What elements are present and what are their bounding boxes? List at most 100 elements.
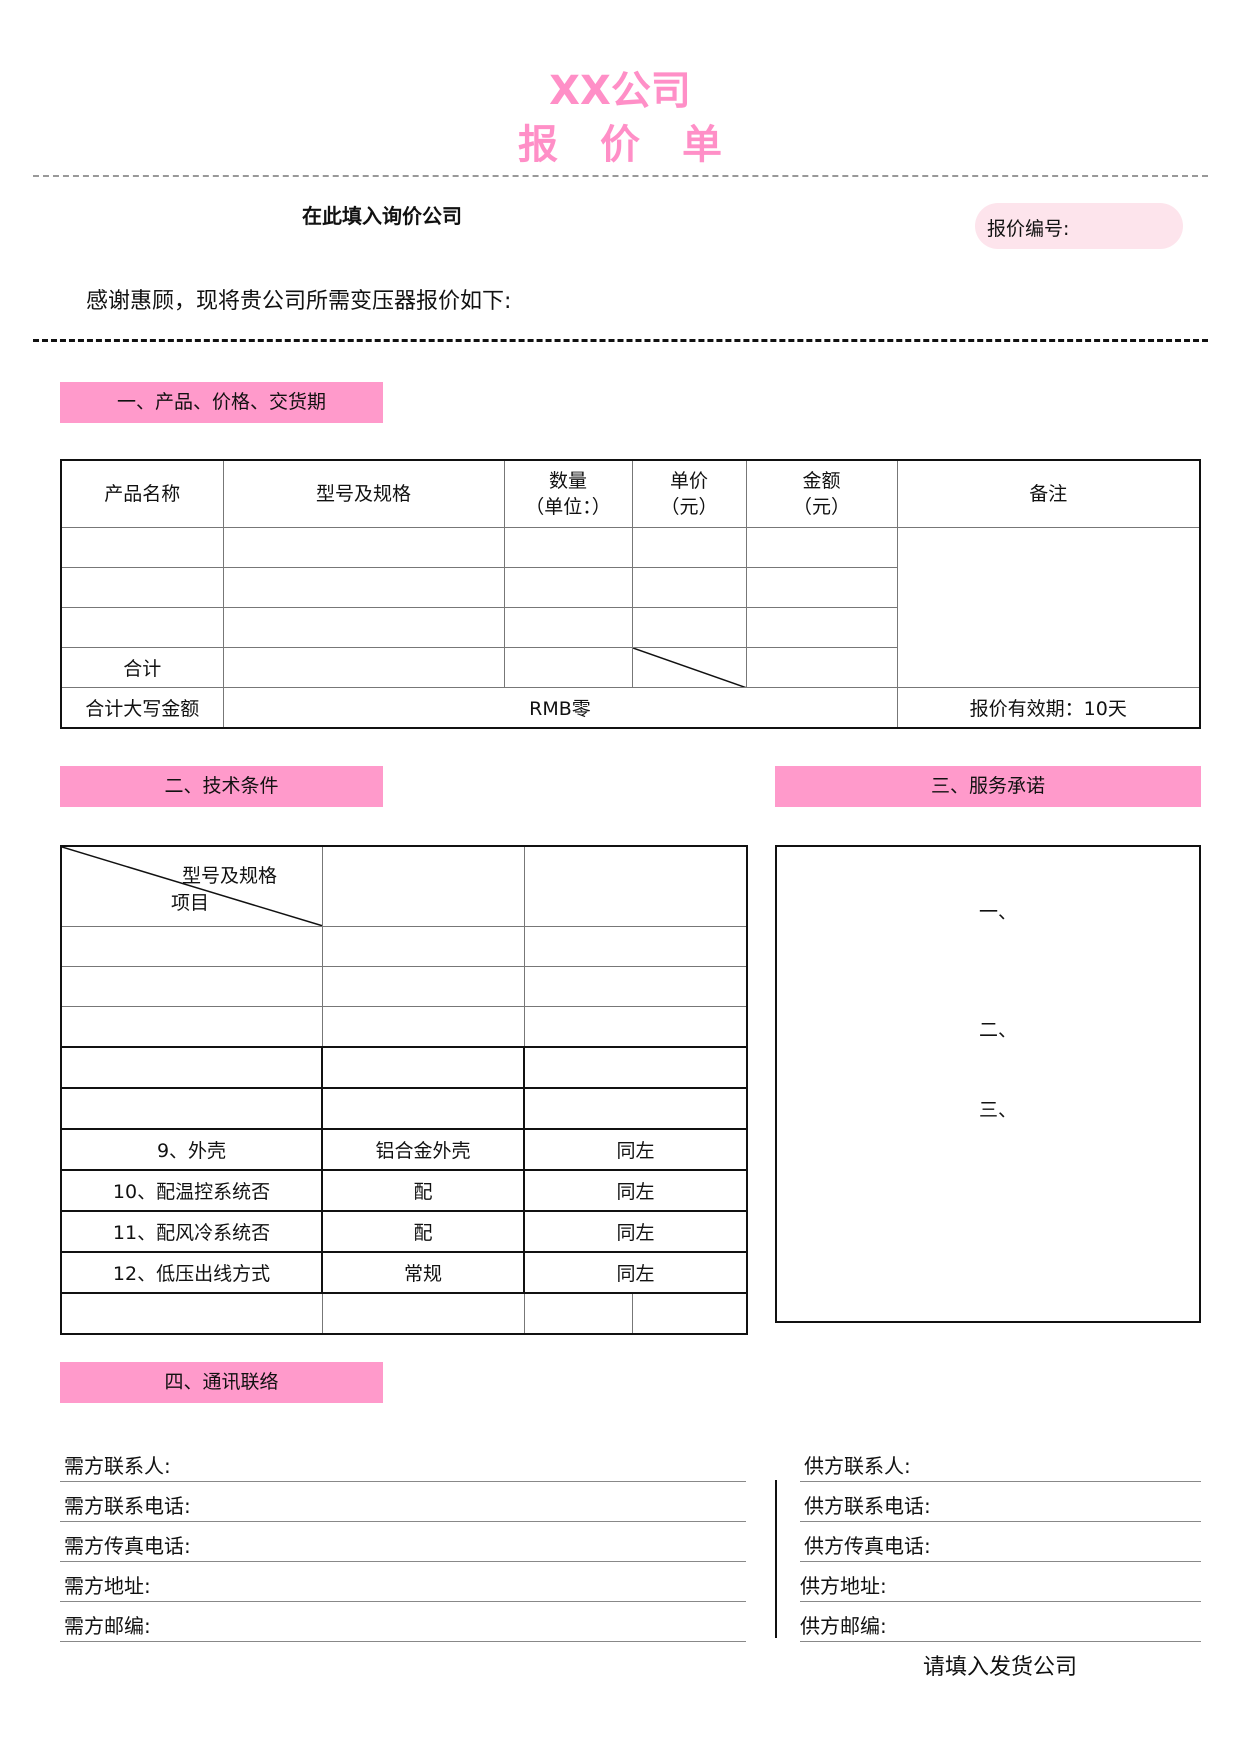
tech-other: 同左: [523, 1169, 748, 1212]
buyer-phone-line[interactable]: [60, 1521, 746, 1522]
cell-item[interactable]: [60, 1006, 323, 1048]
buyer-fax-line[interactable]: [60, 1561, 746, 1562]
tech-item: 11、配风冷系统否: [60, 1210, 323, 1253]
col-header-model: 型号及规格: [222, 459, 505, 528]
cell-other[interactable]: [523, 1087, 748, 1130]
table-row: [60, 1046, 748, 1089]
col-header-remark: 备注: [896, 459, 1201, 528]
price-table: 产品名称 型号及规格 数量（单位：） 单价（元） 金额（元） 备注 合计 合计大…: [60, 459, 1201, 729]
tech-spec: 配: [321, 1169, 525, 1212]
section-title-technical: 二、技术条件: [60, 766, 383, 807]
supplier-fax-line[interactable]: [800, 1561, 1201, 1562]
supplier-contact-label: 供方联系人:: [804, 1454, 911, 1478]
section-title-contact: 四、通讯联络: [60, 1362, 383, 1403]
tech-spec: 常规: [321, 1251, 525, 1294]
cell-name[interactable]: [60, 527, 224, 568]
section-title-products: 一、产品、价格、交货期: [60, 382, 383, 423]
supplier-fax-label: 供方传真电话:: [804, 1534, 931, 1558]
table-row: [60, 527, 1201, 688]
buyer-address-label: 需方地址:: [64, 1574, 151, 1598]
table-row: [60, 1006, 748, 1048]
section-title-service: 三、服务承诺: [775, 766, 1201, 807]
unit-price-label: 单价: [669, 470, 708, 492]
supplier-address-label: 供方地址:: [800, 1574, 887, 1598]
quote-number-label: 报价编号:: [987, 218, 1070, 240]
supplier-phone-line[interactable]: [800, 1521, 1201, 1522]
diagonal-header-cell: 型号及规格 项目: [60, 845, 323, 927]
cell-spec-a[interactable]: [321, 1292, 525, 1335]
table-row: 10、配温控系统否 配 同左: [60, 1169, 748, 1212]
cell-name[interactable]: [60, 607, 224, 648]
diag-label-top: 型号及规格: [182, 865, 278, 887]
cell-spec[interactable]: [321, 1087, 525, 1130]
supplier-contact-line[interactable]: [800, 1481, 1201, 1482]
buyer-phone-label: 需方联系电话:: [64, 1494, 191, 1518]
tech-spec: 铝合金外壳: [321, 1128, 525, 1171]
diagonal-line-icon: [62, 847, 321, 926]
tech-other: 同左: [523, 1128, 748, 1171]
cell-item[interactable]: [60, 926, 323, 967]
cell-item[interactable]: [60, 966, 323, 1007]
cell-spec[interactable]: [321, 1006, 525, 1048]
company-name: XX公司: [549, 68, 691, 114]
cell-item[interactable]: [60, 1292, 323, 1335]
cell-item[interactable]: [60, 1087, 323, 1130]
cell-amount[interactable]: [745, 607, 898, 648]
buyer-address-line[interactable]: [60, 1601, 746, 1602]
total-words-label: 合计大写金额: [60, 687, 224, 729]
total-words-value: RMB零: [222, 687, 898, 729]
table-row: 12、低压出线方式 常规 同左: [60, 1251, 748, 1294]
tech-header-col3[interactable]: [523, 845, 748, 927]
validity-text: 报价有效期：10天: [896, 687, 1201, 729]
cell-other[interactable]: [631, 1292, 748, 1335]
cell-item[interactable]: [60, 1046, 323, 1089]
cell-spec[interactable]: [321, 966, 525, 1007]
cell-amount[interactable]: [745, 567, 898, 608]
technical-table: 型号及规格 项目 9、外壳 铝合金外壳 同左 10、配温控系统否 配 同左 11…: [60, 845, 748, 1335]
tech-item: 12、低压出线方式: [60, 1251, 323, 1294]
cell-remark[interactable]: [896, 527, 1201, 688]
tech-header-col2[interactable]: [321, 845, 525, 927]
qty-unit: （单位：）: [525, 496, 611, 518]
cell-unit-price[interactable]: [631, 527, 747, 568]
cell-spec[interactable]: [321, 1046, 525, 1089]
cell-model[interactable]: [222, 647, 505, 688]
buyer-zip-line[interactable]: [60, 1641, 746, 1642]
total-row: 合计: [60, 647, 1200, 688]
cell-other[interactable]: [523, 1006, 748, 1048]
cell-other[interactable]: [523, 926, 748, 967]
table-row: [60, 926, 748, 967]
cell-name[interactable]: [60, 567, 224, 608]
cell-unit-price[interactable]: [631, 607, 747, 648]
quote-number-field[interactable]: 报价编号:: [975, 203, 1183, 249]
cell-model[interactable]: [222, 607, 505, 648]
total-label: 合计: [60, 647, 224, 688]
buyer-contact-line[interactable]: [60, 1481, 746, 1482]
tech-header-row: 型号及规格 项目: [60, 845, 748, 927]
col-header-unit-price: 单价（元）: [631, 459, 747, 528]
cell-model[interactable]: [222, 567, 505, 608]
cell-qty[interactable]: [503, 607, 633, 648]
table-row: [60, 966, 748, 1007]
cell-spec[interactable]: [321, 926, 525, 967]
cell-amount-total[interactable]: [745, 647, 898, 688]
cell-model[interactable]: [222, 527, 505, 568]
cell-other[interactable]: [523, 966, 748, 1007]
cell-unit-price-slash: [631, 647, 747, 688]
cell-other[interactable]: [523, 1046, 748, 1089]
total-words-row: 合计大写金额 RMB零 报价有效期：10天: [60, 687, 1201, 729]
col-header-amount: 金额（元）: [745, 459, 898, 528]
shipper-company: 请填入发货公司: [923, 1655, 1078, 1680]
cell-qty[interactable]: [503, 567, 633, 608]
amount-label: 金额: [802, 470, 841, 492]
cell-unit-price[interactable]: [631, 567, 747, 608]
supplier-zip-line[interactable]: [800, 1641, 1201, 1642]
cell-amount[interactable]: [745, 527, 898, 568]
table-row: [60, 1087, 748, 1130]
cell-qty[interactable]: [503, 527, 633, 568]
col-header-qty: 数量（单位：）: [503, 459, 633, 528]
buyer-fax-label: 需方传真电话:: [64, 1534, 191, 1558]
cell-qty[interactable]: [503, 647, 633, 688]
cell-spec-b[interactable]: [523, 1292, 633, 1335]
supplier-address-line[interactable]: [800, 1601, 1201, 1602]
